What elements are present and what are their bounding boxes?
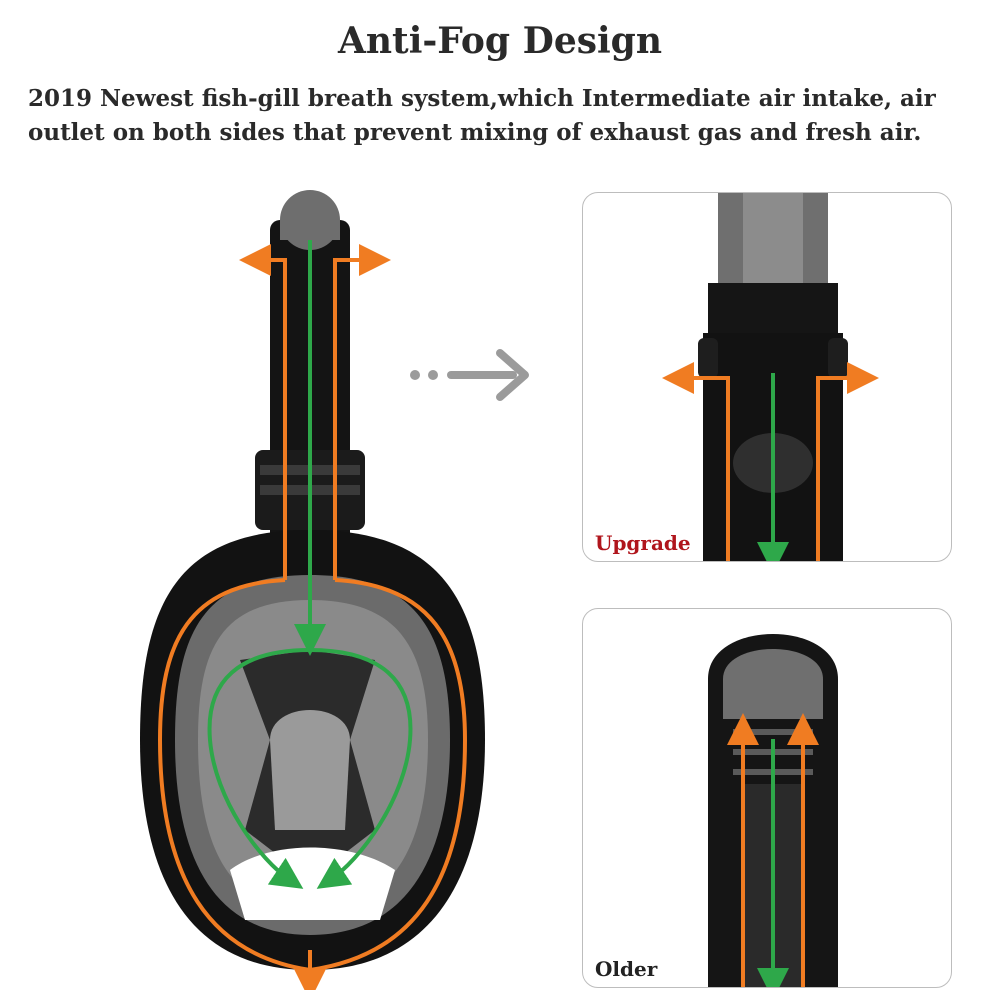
upgrade-snorkel-closeup xyxy=(662,193,879,561)
upgrade-label: Upgrade xyxy=(595,531,691,555)
dotted-right-arrow-icon xyxy=(410,349,529,401)
page-title: Anti-Fog Design xyxy=(337,20,663,62)
full-face-snorkel-mask-illustration xyxy=(140,190,485,990)
description-text: 2019 Newest fish-gill breath system,whic… xyxy=(28,85,936,146)
older-panel: Older xyxy=(582,608,952,988)
upgrade-panel: Upgrade xyxy=(582,192,952,562)
older-label: Older xyxy=(595,957,658,981)
older-snorkel-closeup xyxy=(708,634,838,987)
